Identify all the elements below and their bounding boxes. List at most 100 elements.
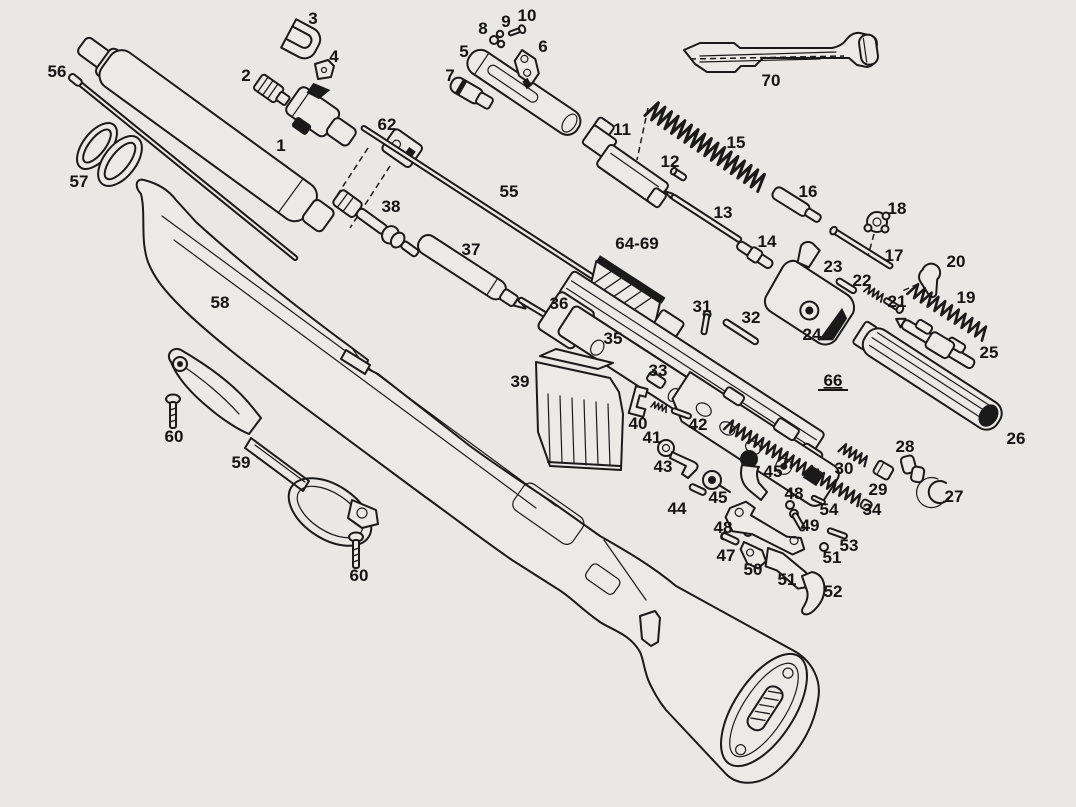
part-magazine — [535, 348, 624, 471]
part-plunger-28 — [899, 454, 926, 484]
part-label-8: 8 — [478, 19, 487, 38]
part-label-5: 5 — [459, 42, 468, 61]
part-label-39: 39 — [511, 372, 530, 391]
part-label-64-69: 64-69 — [615, 234, 658, 253]
part-pin-42 — [670, 407, 692, 420]
part-label-59: 59 — [232, 453, 251, 472]
part-piston-rod — [332, 189, 420, 258]
part-label-16: 16 — [799, 182, 818, 201]
part-trigger-52 — [801, 571, 826, 616]
part-label-27: 27 — [945, 487, 964, 506]
part-label-37: 37 — [462, 240, 481, 259]
part-label-52: 52 — [824, 582, 843, 601]
part-guide-rod-13 — [663, 190, 743, 243]
part-label-70: 70 — [762, 71, 781, 90]
part-cleaning-rod — [67, 72, 299, 261]
part-label-34: 34 — [863, 500, 882, 519]
part-label-36: 36 — [550, 294, 569, 313]
part-label-32: 32 — [742, 308, 761, 327]
part-label-56: 56 — [48, 62, 67, 81]
part-bracket-40 — [627, 385, 649, 418]
part-knurled-nut-18 — [863, 211, 891, 257]
part-label-48: 48 — [785, 484, 804, 503]
part-trigger-guard — [167, 348, 379, 547]
part-label-58: 58 — [211, 293, 230, 312]
part-label-42: 42 — [689, 415, 708, 434]
part-screw-60b — [348, 531, 364, 569]
part-label-53: 53 — [840, 536, 859, 555]
part-sear-50 — [739, 541, 767, 570]
part-rod-17 — [829, 225, 894, 270]
part-label-12: 12 — [661, 152, 680, 171]
part-label-38: 38 — [382, 197, 401, 216]
part-firing-pin-21 — [862, 285, 905, 314]
part-front-band — [76, 122, 143, 187]
part-clip-27 — [916, 476, 950, 509]
part-sleeve-16 — [771, 186, 822, 223]
part-pin-44 — [688, 483, 707, 496]
part-label-22: 22 — [853, 271, 872, 290]
part-label-33: 33 — [649, 361, 668, 380]
part-front-sight-block — [285, 82, 357, 147]
part-label-60: 60 — [350, 566, 369, 585]
part-label-48: 48 — [714, 518, 733, 537]
part-label-2: 2 — [241, 66, 250, 85]
part-label-55: 55 — [500, 182, 519, 201]
part-screw-60a — [165, 393, 181, 429]
part-top-cover-70 — [683, 31, 879, 73]
part-bolt-head-25 — [895, 317, 976, 370]
part-hammer-45b — [740, 450, 768, 501]
part-knob-45a — [702, 470, 731, 493]
part-label-9: 9 — [501, 12, 510, 31]
part-label-13: 13 — [714, 203, 733, 222]
part-spring-34 — [722, 419, 873, 512]
part-ball-51b — [819, 542, 829, 552]
part-label-51: 51 — [778, 570, 797, 589]
part-label-21: 21 — [888, 292, 907, 311]
part-spring-19 — [905, 282, 988, 342]
part-cap-29 — [872, 460, 895, 481]
part-label-18: 18 — [888, 199, 907, 218]
part-muzzle-nut — [253, 73, 291, 106]
part-label-14: 14 — [758, 232, 777, 251]
part-label-23: 23 — [824, 257, 843, 276]
part-label-62: 62 — [378, 115, 397, 134]
part-trigger-bar — [724, 500, 806, 556]
part-label-17: 17 — [885, 246, 904, 265]
part-label-26: 26 — [1007, 429, 1026, 448]
part-bolt-26 — [852, 320, 1003, 431]
part-label-45: 45 — [764, 462, 783, 481]
part-spring-30 — [837, 443, 868, 468]
part-op-rod-11 — [581, 116, 669, 209]
part-piston-tube — [417, 234, 527, 310]
part-label-30: 30 — [835, 459, 854, 478]
part-pin-22 — [835, 277, 858, 295]
part-barrel — [77, 36, 335, 233]
part-label-40: 40 — [629, 414, 648, 433]
part-pin-31 — [700, 309, 712, 336]
buttplate — [720, 652, 808, 768]
part-label-43: 43 — [654, 457, 673, 476]
part-rod-32 — [722, 318, 760, 346]
part-sear-housing — [764, 547, 811, 590]
part-label-45: 45 — [709, 488, 728, 507]
part-label-60: 60 — [165, 427, 184, 446]
part-label-41: 41 — [643, 428, 662, 447]
part-label-44: 44 — [668, 499, 687, 518]
part-label-1: 1 — [276, 136, 285, 155]
part-label-24: 24 — [803, 325, 822, 344]
part-label-66: 66 — [824, 371, 843, 390]
part-pin-47 — [720, 531, 740, 546]
part-pin-53 — [826, 527, 848, 540]
part-small-screws — [489, 24, 527, 49]
part-sight-hood — [280, 18, 322, 60]
part-spring-41 — [650, 401, 667, 414]
part-gas-piston-head — [449, 76, 494, 110]
part-label-50: 50 — [744, 560, 763, 579]
part-pin-54 — [810, 494, 826, 506]
part-latch-43 — [657, 439, 699, 479]
part-label-49: 49 — [801, 516, 820, 535]
part-bolt-carrier-saddle — [763, 241, 855, 346]
